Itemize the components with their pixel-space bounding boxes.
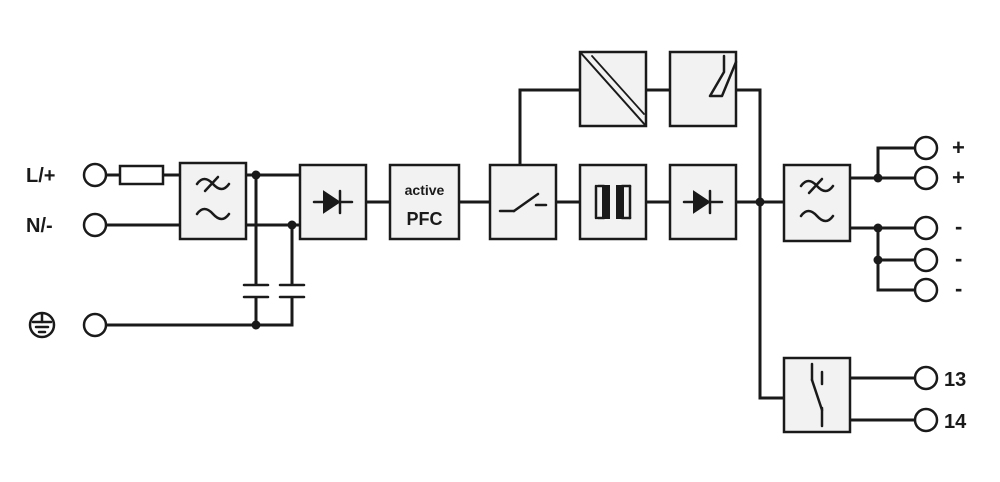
pfc-block: active PFC [388, 163, 461, 241]
y-capacitor-1 [242, 283, 270, 299]
label-minus-3: - [955, 276, 962, 301]
output-filter-block [782, 163, 852, 243]
input-filter-block [178, 161, 248, 241]
control-icon [708, 54, 738, 98]
pfc-label-bottom: PFC [407, 209, 443, 229]
protective-earth-icon [28, 311, 56, 339]
emi-filter-icon [799, 177, 835, 223]
terminal-minus-3 [913, 277, 939, 303]
transformer-block [578, 163, 648, 241]
terminal-minus-2 [913, 247, 939, 273]
terminal-minus-1 [913, 215, 939, 241]
pfc-label-top: active [405, 182, 445, 198]
wires [104, 88, 917, 422]
label-minus-1: - [955, 214, 962, 239]
label-plus-1: + [952, 135, 965, 160]
label-line: L/+ [26, 165, 55, 187]
transformer-icon [594, 184, 632, 220]
terminal-neutral [82, 212, 108, 238]
emi-filter-icon [195, 175, 231, 221]
label-contact-14: 14 [944, 411, 967, 433]
voltage-monitor-icon [810, 362, 824, 428]
terminal-line [82, 162, 108, 188]
switch-block [488, 163, 558, 241]
rectifier-block [298, 163, 368, 241]
label-contact-13: 13 [944, 369, 966, 391]
junctions [251, 170, 883, 330]
dc-converter-block [578, 50, 648, 128]
diode-icon [312, 189, 354, 215]
fuse [118, 164, 165, 186]
terminal-plus-2 [913, 165, 939, 191]
dc-converter-icon [579, 51, 647, 127]
relay-block [782, 356, 852, 434]
terminal-plus-1 [913, 135, 939, 161]
terminal-13 [913, 365, 939, 391]
label-minus-2: - [955, 246, 962, 271]
diode-icon [682, 189, 724, 215]
control-block [668, 50, 738, 128]
label-plus-2: + [952, 165, 965, 190]
output-rectifier-block [668, 163, 738, 241]
y-capacitor-2 [278, 283, 306, 299]
label-neutral: N/- [26, 215, 53, 237]
terminal-14 [913, 407, 939, 433]
terminal-earth [82, 312, 108, 338]
switch-icon [498, 192, 548, 213]
